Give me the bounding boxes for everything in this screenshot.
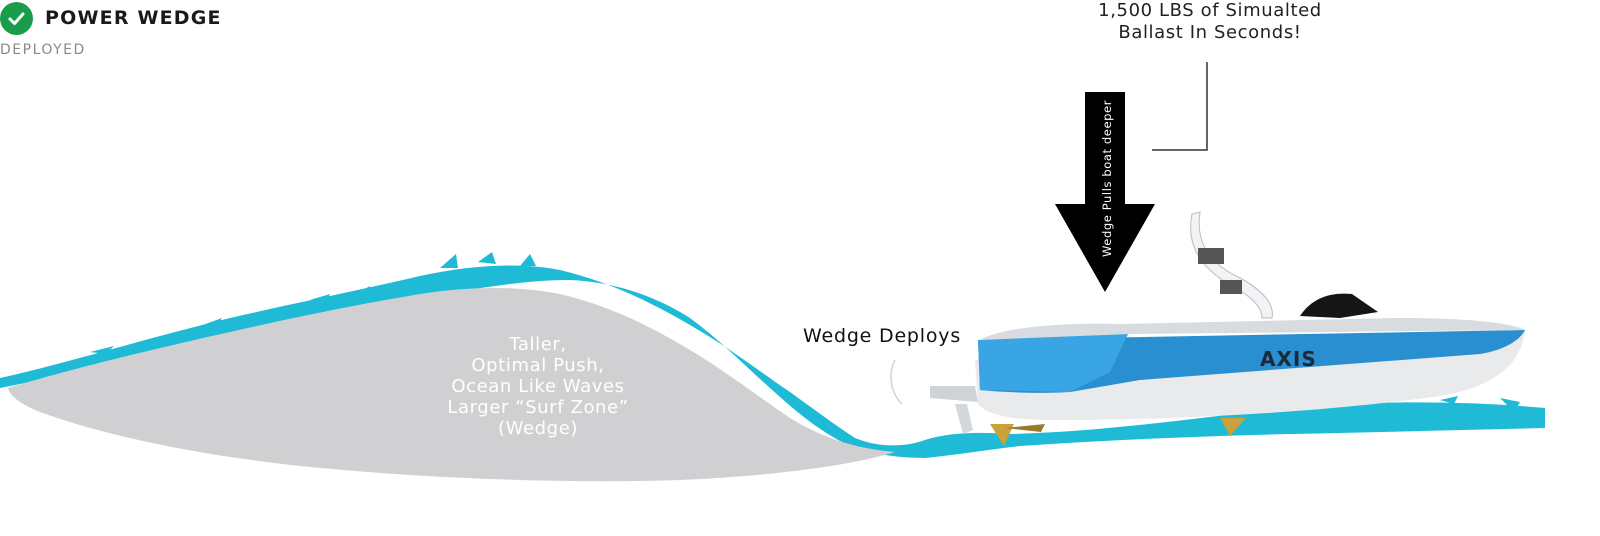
status-subtitle: DEPLOYED bbox=[0, 42, 86, 58]
wave-line-5: (Wedge) bbox=[498, 418, 578, 439]
down-arrow-icon bbox=[1055, 92, 1155, 292]
callout-leader-line bbox=[1152, 62, 1208, 151]
ballast-callout: 1,500 LBS of Simualted Ballast In Second… bbox=[1060, 0, 1360, 44]
wave-line-1: Taller, bbox=[509, 334, 567, 355]
callout-line-1: 1,500 LBS of Simualted bbox=[1098, 0, 1322, 21]
wave-line-2: Optimal Push, bbox=[471, 355, 605, 376]
spray-droplets bbox=[90, 252, 1520, 412]
wave-description: Taller, Optimal Push, Ocean Like Waves L… bbox=[418, 334, 658, 439]
wave-line-4: Larger “Surf Zone” bbox=[447, 397, 629, 418]
status-header: POWER WEDGE bbox=[0, 1, 222, 35]
transom-splash bbox=[890, 359, 903, 405]
wave-line-3: Ocean Like Waves bbox=[451, 376, 625, 397]
status-title: POWER WEDGE bbox=[45, 7, 222, 29]
callout-line-2: Ballast In Seconds! bbox=[1118, 22, 1302, 43]
wave-shape bbox=[8, 288, 895, 482]
check-circle-icon bbox=[0, 1, 33, 35]
arrow-label: Wedge Pulls boat deeper bbox=[1100, 100, 1114, 257]
wedge-deploys-label: Wedge Deploys bbox=[803, 325, 962, 347]
boat-illustration: AXIS bbox=[930, 211, 1525, 446]
boat-brand-logo: AXIS bbox=[1260, 347, 1317, 371]
